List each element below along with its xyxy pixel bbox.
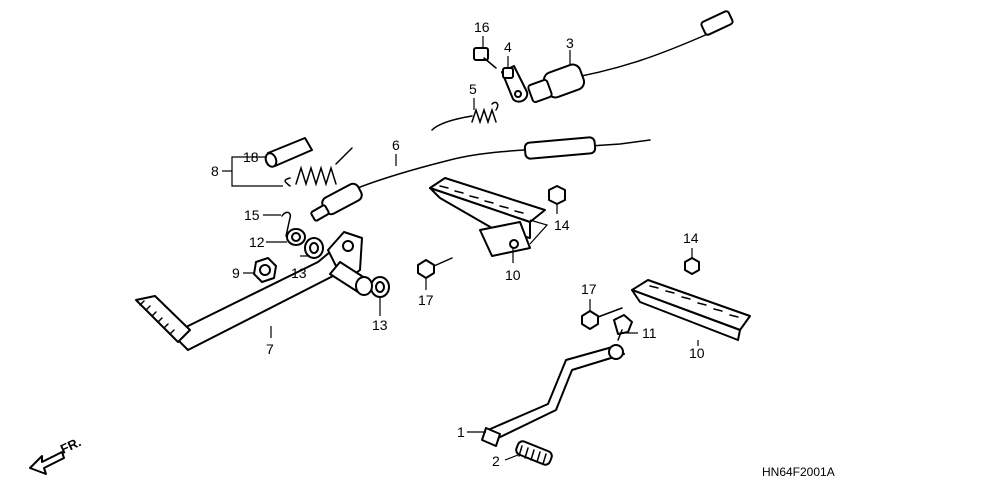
brake-switch-cable [527, 10, 734, 104]
nut-14-lower [684, 257, 700, 275]
brake-cable-6 [310, 136, 651, 222]
bracket-4 [501, 65, 529, 103]
callout-18: 18 [243, 149, 259, 165]
callout-17-upper: 17 [418, 292, 434, 308]
bolt-16 [473, 47, 497, 69]
footpeg-10-lower [631, 279, 751, 341]
bushing-13-lower [370, 276, 390, 298]
shift-pedal-1 [481, 344, 625, 447]
callout-14-upper: 14 [554, 217, 570, 233]
callout-16: 16 [474, 19, 490, 35]
spring-8 [284, 147, 353, 187]
direction-label: FR. [58, 434, 83, 456]
pin-15 [281, 211, 292, 237]
sleeve-18 [264, 137, 313, 168]
brake-pedal-7 [135, 231, 363, 351]
callout-14-lower: 14 [683, 230, 699, 246]
callout-11: 11 [642, 325, 657, 341]
callout-10-lower: 10 [689, 345, 705, 361]
callouts: 16 4 3 5 6 18 8 15 12 13 9 13 7 14 10 17… [211, 19, 705, 469]
callout-17-lower: 17 [581, 281, 597, 297]
callout-2: 2 [492, 453, 500, 469]
callout-12: 12 [249, 234, 265, 250]
leader-lines [222, 36, 699, 461]
callout-15: 15 [244, 207, 260, 223]
callout-8: 8 [211, 163, 219, 179]
callout-1: 1 [457, 424, 465, 440]
diagram-code: HN64F2001A [762, 465, 835, 479]
front-direction-arrow: FR. [29, 434, 83, 475]
callout-6: 6 [392, 137, 400, 153]
shift-rubber-2 [515, 440, 553, 466]
callout-4: 4 [504, 39, 512, 55]
bolt-17-upper [417, 257, 453, 279]
footpeg-10-upper [429, 177, 546, 257]
callout-10-upper: 10 [505, 267, 521, 283]
spring-5 [431, 101, 499, 131]
callout-9: 9 [232, 265, 240, 281]
callout-7: 7 [266, 341, 274, 357]
pivot-tube [329, 261, 373, 296]
bushing-13-upper [304, 237, 324, 259]
nut-14-upper [548, 185, 566, 205]
callout-13-upper: 13 [291, 265, 307, 281]
washer-12 [286, 228, 306, 246]
bolt-11 [613, 314, 633, 341]
callout-13-lower: 13 [372, 317, 388, 333]
callout-3: 3 [566, 35, 574, 51]
nut-9 [253, 257, 277, 283]
callout-5: 5 [469, 81, 477, 97]
